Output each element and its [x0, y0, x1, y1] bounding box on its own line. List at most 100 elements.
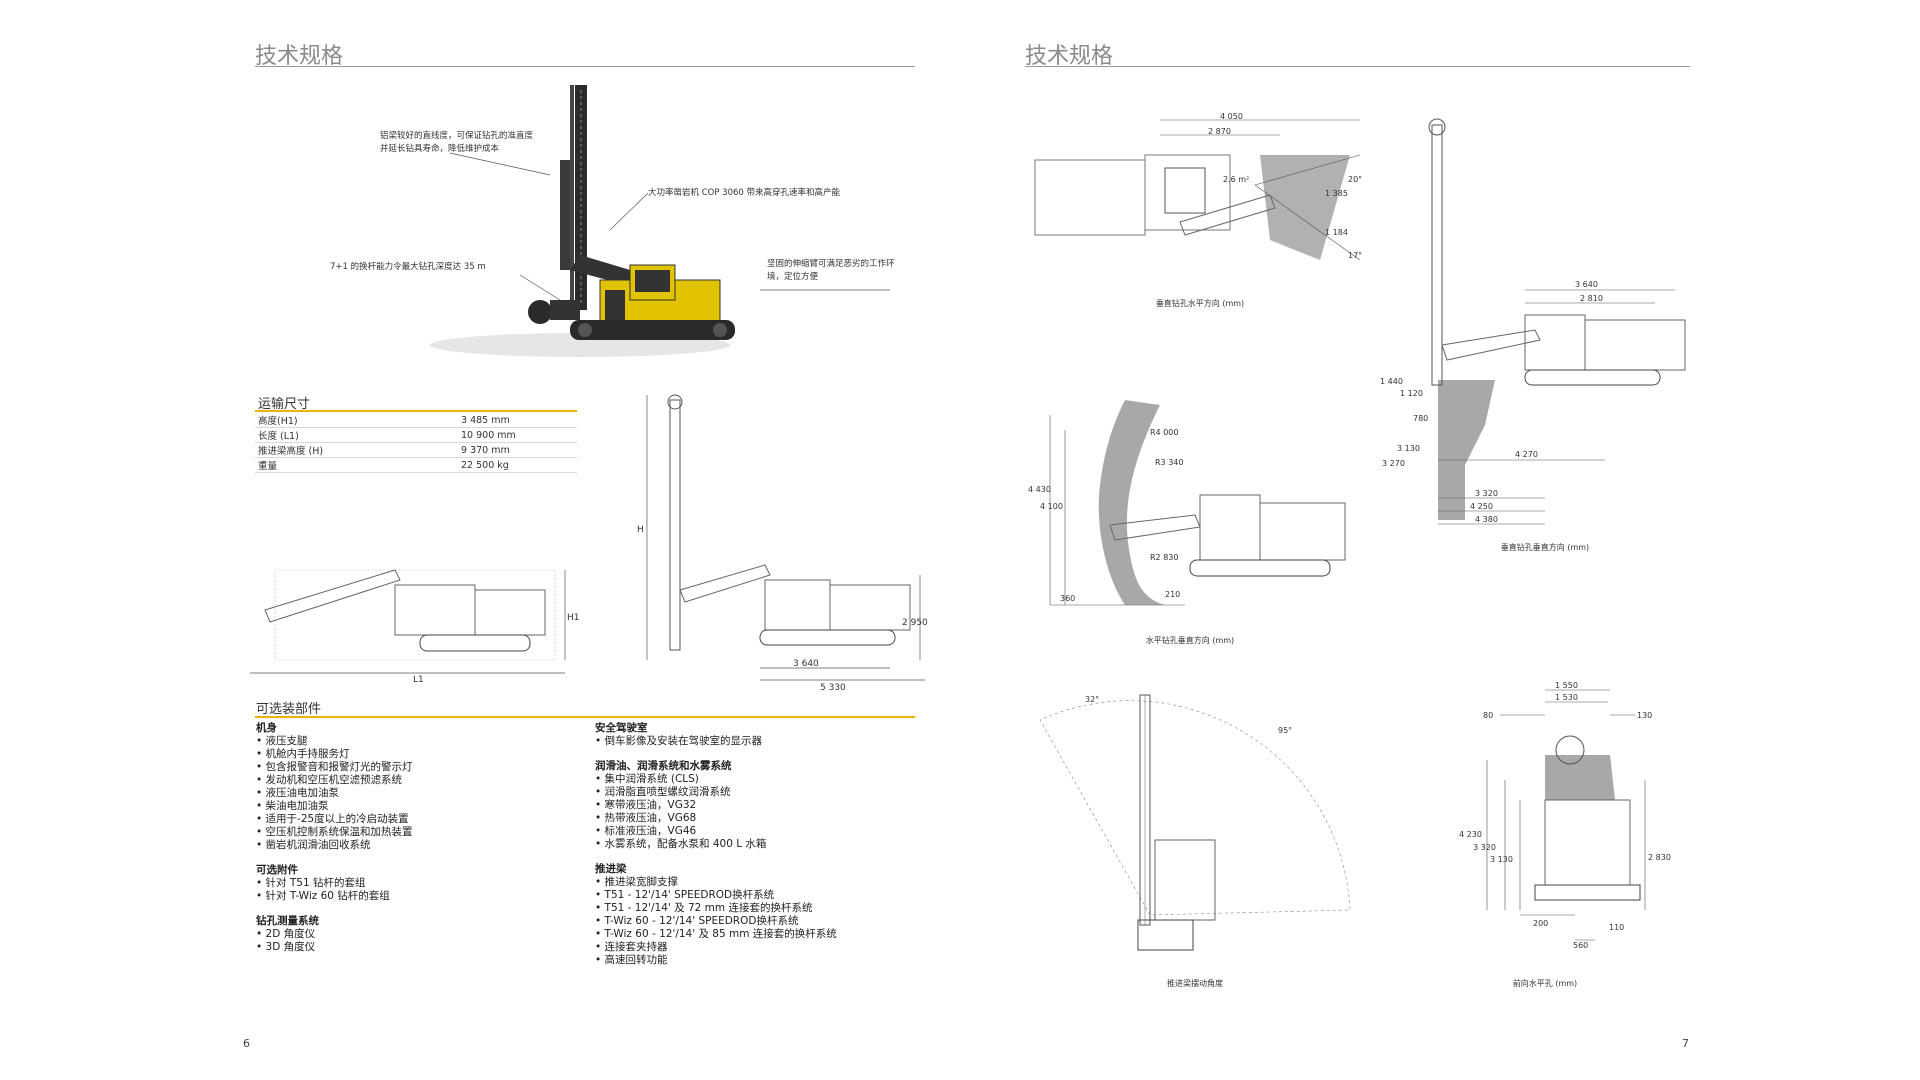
diagram-label: 80: [1483, 711, 1493, 720]
diagram-label: 1 184: [1325, 228, 1348, 237]
spec-label: 长度 (L1): [255, 427, 458, 443]
caption-horizontal-hole-vertical: 水平钻孔垂直方向 (mm): [1145, 636, 1235, 645]
diagram-label: 2.6 m²: [1223, 175, 1249, 184]
diagram-label: 3 320: [1475, 489, 1498, 498]
diagram-label: 4 380: [1475, 515, 1498, 524]
spec-label: 重量: [255, 457, 458, 473]
list-item: 推进梁宽脚支撑: [595, 876, 925, 889]
list-item: 寒带液压油，VG32: [595, 799, 925, 812]
list-item: 机舱内手持服务灯: [256, 748, 586, 761]
diagram-label: R4 000: [1150, 428, 1178, 437]
option-list: 液压支腿 机舱内手持服务灯 包含报警音和报警灯光的警示灯 发动机和空压机空滤预滤…: [256, 735, 586, 852]
transport-heading: 运输尺寸: [258, 397, 311, 412]
diagram-label: 3 320: [1473, 843, 1496, 852]
callout-boom-line2: 并延长钻具寿命，降低维护成本: [380, 144, 500, 154]
list-item: 热带液压油，VG68: [595, 812, 925, 825]
callout-rockdrill: 大功率凿岩机 COP 3060 带来高穿孔速率和高产能: [648, 188, 840, 198]
list-item: 水雾系统，配备水泵和 400 L 水箱: [595, 838, 925, 851]
diagram-label: 2 810: [1580, 294, 1603, 303]
list-item: 发动机和空压机空滤预滤系统: [256, 774, 586, 787]
option-list: 集中润滑系统 (CLS) 润滑脂直喷型螺纹润滑系统 寒带液压油，VG32 热带液…: [595, 773, 925, 851]
spec-value: 10 900 mm: [458, 427, 577, 443]
list-item: 润滑脂直喷型螺纹润滑系统: [595, 786, 925, 799]
list-item: 针对 T51 钻杆的套组: [256, 877, 586, 890]
caption-vertical-hole-vertical: 垂直钻孔垂直方向 (mm): [1500, 543, 1590, 552]
option-list: 推进梁宽脚支撑 T51 - 12'/14' SPEEDROD换杆系统 T51 -…: [595, 876, 925, 967]
callout-leader-lines: [449, 152, 890, 301]
diagram-label: 3 130: [1397, 444, 1420, 453]
diagram-label: 4 100: [1040, 502, 1063, 511]
diagram-label: 1 530: [1555, 693, 1578, 702]
list-item: 连接套夹持器: [595, 941, 925, 954]
diagram-feed-swing-angle: 32° 95°: [1039, 694, 1351, 951]
list-item: 空压机控制系统保温和加热装置: [256, 826, 586, 839]
dim-h: H: [637, 525, 644, 535]
list-item: 高速回转功能: [595, 954, 925, 967]
table-row: 长度 (L1)10 900 mm: [255, 427, 577, 443]
group-title: 安全驾驶室: [595, 722, 648, 734]
left-title-rule: [255, 66, 915, 67]
diagram-label: 200: [1533, 919, 1548, 928]
group-title: 钻孔测量系统: [256, 915, 319, 927]
options-column-1: 机身 液压支腿 机舱内手持服务灯 包含报警音和报警灯光的警示灯 发动机和空压机空…: [256, 722, 586, 954]
list-item: 集中润滑系统 (CLS): [595, 773, 925, 786]
group-title: 推进梁: [595, 863, 627, 875]
option-list: 针对 T51 钻杆的套组 针对 T-Wiz 60 钻杆的套组: [256, 877, 586, 903]
dim-2950: 2 950: [902, 618, 928, 628]
list-item: T51 - 12'/14' SPEEDROD换杆系统: [595, 889, 925, 902]
list-item: T51 - 12'/14' 及 72 mm 连接套的换杆系统: [595, 902, 925, 915]
dim-h1: H1: [567, 613, 580, 623]
dim-l1: L1: [413, 675, 424, 685]
left-page-title: 技术规格: [255, 44, 344, 69]
diagram-label: 110: [1609, 923, 1624, 932]
diagram-label: 4 250: [1470, 502, 1493, 511]
left-page-number: 6: [243, 1037, 250, 1050]
callout-arm: 坚固的伸缩臂可满足恶劣的工作环 境，定位方便: [767, 258, 895, 284]
caption-feed-swing-angle: 推进梁摆动角度: [1167, 979, 1223, 988]
diagram-label: R2 830: [1150, 553, 1178, 562]
transport-position-drawing: H1 L1: [250, 569, 580, 685]
table-row: 高度(H1)3 485 mm: [255, 413, 577, 428]
dim-3640: 3 640: [793, 659, 819, 669]
diagram-label: 95°: [1278, 726, 1292, 735]
diagram-label: 3 270: [1382, 459, 1405, 468]
callout-boom-line1: 铝梁较好的直线度，可保证钻孔的准直度: [380, 131, 534, 141]
diagram-label: 4 430: [1028, 485, 1051, 494]
list-item: 适用于-25度以上的冷启动装置: [256, 813, 586, 826]
spec-value: 9 370 mm: [458, 442, 577, 458]
diagram-label: 20°: [1348, 175, 1362, 184]
drill-rig-photo: [430, 85, 735, 357]
diagram-label: 4 230: [1459, 830, 1482, 839]
list-item: 凿岩机润滑油回收系统: [256, 839, 586, 852]
transport-table: 高度(H1)3 485 mm 长度 (L1)10 900 mm 推进梁高度 (H…: [255, 413, 577, 473]
diagram-label: 130: [1637, 711, 1652, 720]
spec-label: 推进梁高度 (H): [255, 442, 458, 458]
group-title: 润滑油、润滑系统和水雾系统: [595, 760, 732, 772]
diagram-label: 4 270: [1515, 450, 1538, 459]
diagram-forward-horizontal-hole: 1 550 1 530 80 130 4 230 3 320 3 130 2 8…: [1459, 681, 1671, 950]
spec-value: 3 485 mm: [458, 413, 577, 428]
right-page-number: 7: [1682, 1037, 1689, 1050]
list-item: T-Wiz 60 - 12'/14' 及 85 mm 连接套的换杆系统: [595, 928, 925, 941]
callout-boom: 铝梁较好的直线度，可保证钻孔的准直度 并延长钻具寿命，降低维护成本: [380, 130, 533, 156]
diagram-label: 17°: [1348, 251, 1362, 260]
diagram-label: 1 120: [1400, 389, 1423, 398]
list-item: 标准液压油，VG46: [595, 825, 925, 838]
dim-5330: 5 330: [820, 683, 846, 693]
list-item: 3D 角度仪: [256, 941, 586, 954]
list-item: 倒车影像及安装在驾驶室的显示器: [595, 735, 925, 748]
diagram-label: 2 870: [1208, 127, 1231, 136]
right-page-title: 技术规格: [1025, 44, 1114, 69]
diagram-label: 1 440: [1380, 377, 1403, 386]
options-heading-rule: [255, 716, 915, 718]
option-list: 2D 角度仪 3D 角度仪: [256, 928, 586, 954]
callout-rod-changer: 7+1 的换杆能力令最大钻孔深度达 35 m: [330, 262, 486, 272]
diagram-label: 360: [1060, 594, 1075, 603]
right-title-rule: [1025, 66, 1690, 67]
list-item: T-Wiz 60 - 12'/14' SPEEDROD换杆系统: [595, 915, 925, 928]
list-item: 液压支腿: [256, 735, 586, 748]
diagram-label: 3 130: [1490, 855, 1513, 864]
caption-vertical-hole-horizontal: 垂直钻孔水平方向 (mm): [1155, 299, 1245, 308]
diagram-vertical-hole-horizontal: 4 050 2 870 2.6 m² 1 385 1 184 20° 17°: [1034, 112, 1362, 261]
